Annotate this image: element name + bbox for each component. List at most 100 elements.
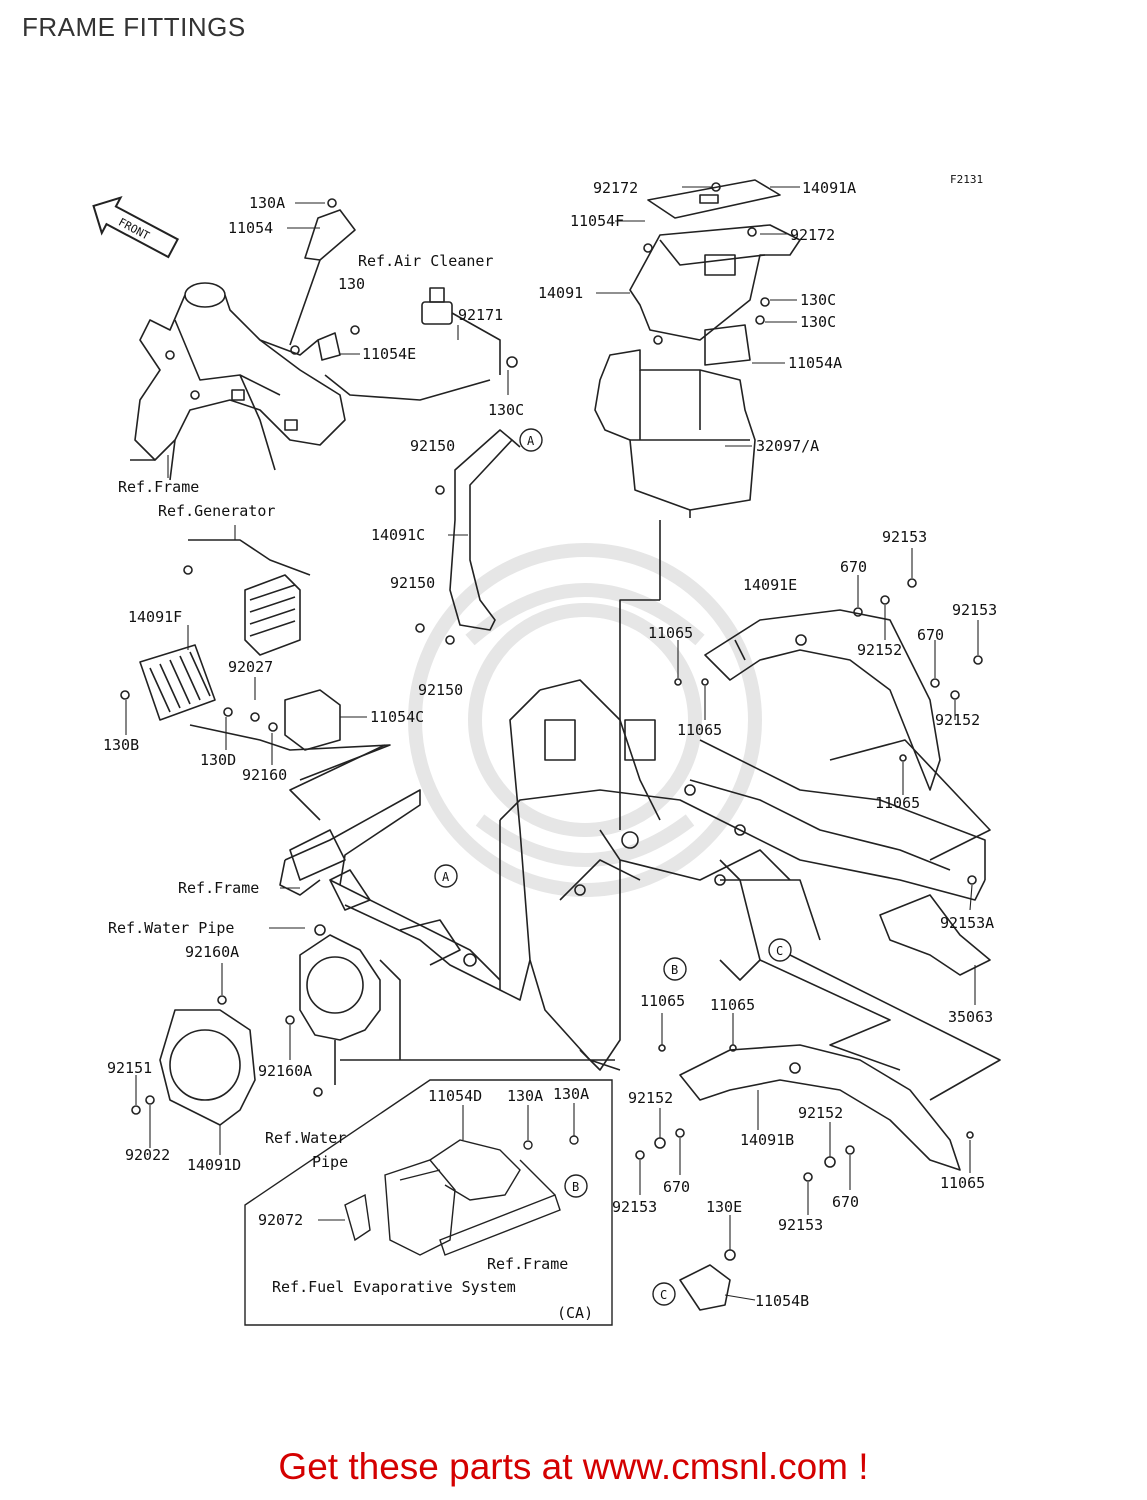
bracket-11054c: [250, 689, 341, 751]
svg-text:A: A: [442, 870, 450, 884]
ref-label-air-cleaner: Ref.Air Cleaner: [358, 252, 493, 270]
ref-label-inset-region: (CA): [557, 1304, 593, 1322]
part-label-92072: 92072: [258, 1211, 303, 1229]
ref-label-frame-top: Ref.Frame: [118, 478, 199, 496]
front-downtube: [289, 829, 501, 991]
part-label-92171: 92171: [458, 306, 503, 324]
part-label-32097a: 32097/A: [756, 437, 819, 455]
part-label-92172-a: 92172: [593, 179, 638, 197]
bracket-11054b: [679, 1249, 736, 1311]
part-label-92153a: 92153A: [940, 914, 994, 932]
ref-label-generator: Ref.Generator: [158, 502, 275, 520]
part-label-130c-c: 130C: [800, 313, 836, 331]
part-label-92152-c: 92152: [628, 1089, 673, 1107]
part-label-670-a: 670: [840, 558, 867, 576]
part-label-92153-c: 92153: [612, 1198, 657, 1216]
part-label-92151: 92151: [107, 1059, 152, 1077]
water-pump-housing: [217, 924, 381, 1097]
part-label-11054f: 11054F: [570, 212, 624, 230]
part-label-35063: 35063: [948, 1008, 993, 1026]
callout-a-frame: A: [434, 864, 458, 888]
part-label-11065-c: 11065: [875, 794, 920, 812]
line-art: [120, 179, 1001, 1311]
reference-labels: Ref.Air Cleaner Ref.Frame Ref.Generator …: [108, 252, 593, 1322]
svg-text:C: C: [776, 944, 783, 958]
svg-text:B: B: [572, 1180, 579, 1194]
part-label-11065-b: 11065: [677, 721, 722, 739]
ref-label-frame-mid: Ref.Frame: [178, 879, 259, 897]
ref-label-water-pipe-bottom-2: Pipe: [312, 1153, 348, 1171]
ref-label-frame-inset: Ref.Frame: [487, 1255, 568, 1273]
bracket-11054: [304, 198, 356, 261]
callout-a-top: A: [519, 428, 543, 452]
svg-text:B: B: [671, 963, 678, 977]
battery-cover-14091a: [647, 179, 781, 237]
part-label-92152-a: 92152: [857, 641, 902, 659]
part-label-130a-top: 130A: [249, 194, 285, 212]
part-labels: 130A 11054 130 11054E 92171 130C 92172 1…: [103, 179, 997, 1310]
svg-text:C: C: [660, 1288, 667, 1302]
callout-b-inset: B: [564, 1174, 588, 1198]
air-cleaner-sensor: [324, 287, 518, 401]
part-label-14091a: 14091A: [802, 179, 856, 197]
main-frame: [279, 679, 986, 1071]
part-label-92153-a: 92153: [882, 528, 927, 546]
part-label-130b: 130B: [103, 736, 139, 754]
footer-shop-link[interactable]: Get these parts at www.cmsnl.com !: [278, 1446, 869, 1487]
page-title: FRAME FITTINGS: [22, 12, 246, 42]
part-label-14091c: 14091C: [371, 526, 425, 544]
part-label-130c-a: 130C: [488, 401, 524, 419]
part-label-670-b: 670: [917, 626, 944, 644]
part-label-92150-a: 92150: [410, 437, 455, 455]
part-label-92160a-b: 92160A: [258, 1062, 312, 1080]
part-label-14091f: 14091F: [128, 608, 182, 626]
callout-c-bracket: C: [652, 1282, 676, 1306]
part-label-11065-d: 11065: [640, 992, 685, 1010]
part-label-11065-e: 11065: [710, 996, 755, 1014]
ref-label-fuel-evap: Ref.Fuel Evaporative System: [272, 1278, 516, 1296]
part-label-92022: 92022: [125, 1146, 170, 1164]
part-label-92153-b: 92153: [952, 601, 997, 619]
part-label-92152-b: 92152: [935, 711, 980, 729]
front-arrow-icon: FRONT: [92, 195, 180, 259]
part-label-14091e: 14091E: [743, 576, 797, 594]
part-label-130a-inset-b: 130A: [553, 1085, 589, 1103]
part-label-92160: 92160: [242, 766, 287, 784]
ref-label-water-pipe-bottom-1: Ref.Water: [265, 1129, 346, 1147]
figure-code: F2131: [950, 173, 983, 186]
inset-ca-region: [244, 1079, 613, 1326]
frame-neck-section: [130, 282, 346, 481]
part-label-11065-a: 11065: [648, 624, 693, 642]
part-label-92152-d: 92152: [798, 1104, 843, 1122]
cover-14091f: [120, 644, 233, 721]
part-label-130e: 130E: [706, 1198, 742, 1216]
part-label-11054d: 11054D: [428, 1087, 482, 1105]
part-label-130a-inset-a: 130A: [507, 1087, 543, 1105]
callout-c-frame: C: [768, 938, 792, 962]
part-label-130c-b: 130C: [800, 291, 836, 309]
battery-tray-14091: [629, 224, 801, 345]
part-label-11054c: 11054C: [370, 708, 424, 726]
part-label-92150-b: 92150: [390, 574, 435, 592]
part-label-14091: 14091: [538, 284, 583, 302]
part-label-11054e: 11054E: [362, 345, 416, 363]
watermark-logo: [408, 543, 762, 897]
part-label-11054: 11054: [228, 219, 273, 237]
cover-14091d: [131, 1009, 256, 1126]
part-label-92153-d: 92153: [778, 1216, 823, 1234]
battery-case-32097a: [594, 349, 756, 518]
bracket-14091c: [415, 429, 513, 645]
part-label-92150-c: 92150: [418, 681, 463, 699]
regulator-unit: [183, 539, 311, 656]
part-label-92160a-a: 92160A: [185, 943, 239, 961]
part-label-130: 130: [338, 275, 365, 293]
part-label-11065-f: 11065: [940, 1174, 985, 1192]
part-label-130d: 130D: [200, 751, 236, 769]
callout-b-frame: B: [663, 957, 687, 981]
part-label-670-c: 670: [663, 1178, 690, 1196]
part-label-670-d: 670: [832, 1193, 859, 1211]
leader-lines: [125, 186, 979, 1301]
svg-text:A: A: [527, 434, 535, 448]
part-label-11054a: 11054A: [788, 354, 842, 372]
part-label-14091b: 14091B: [740, 1131, 794, 1149]
